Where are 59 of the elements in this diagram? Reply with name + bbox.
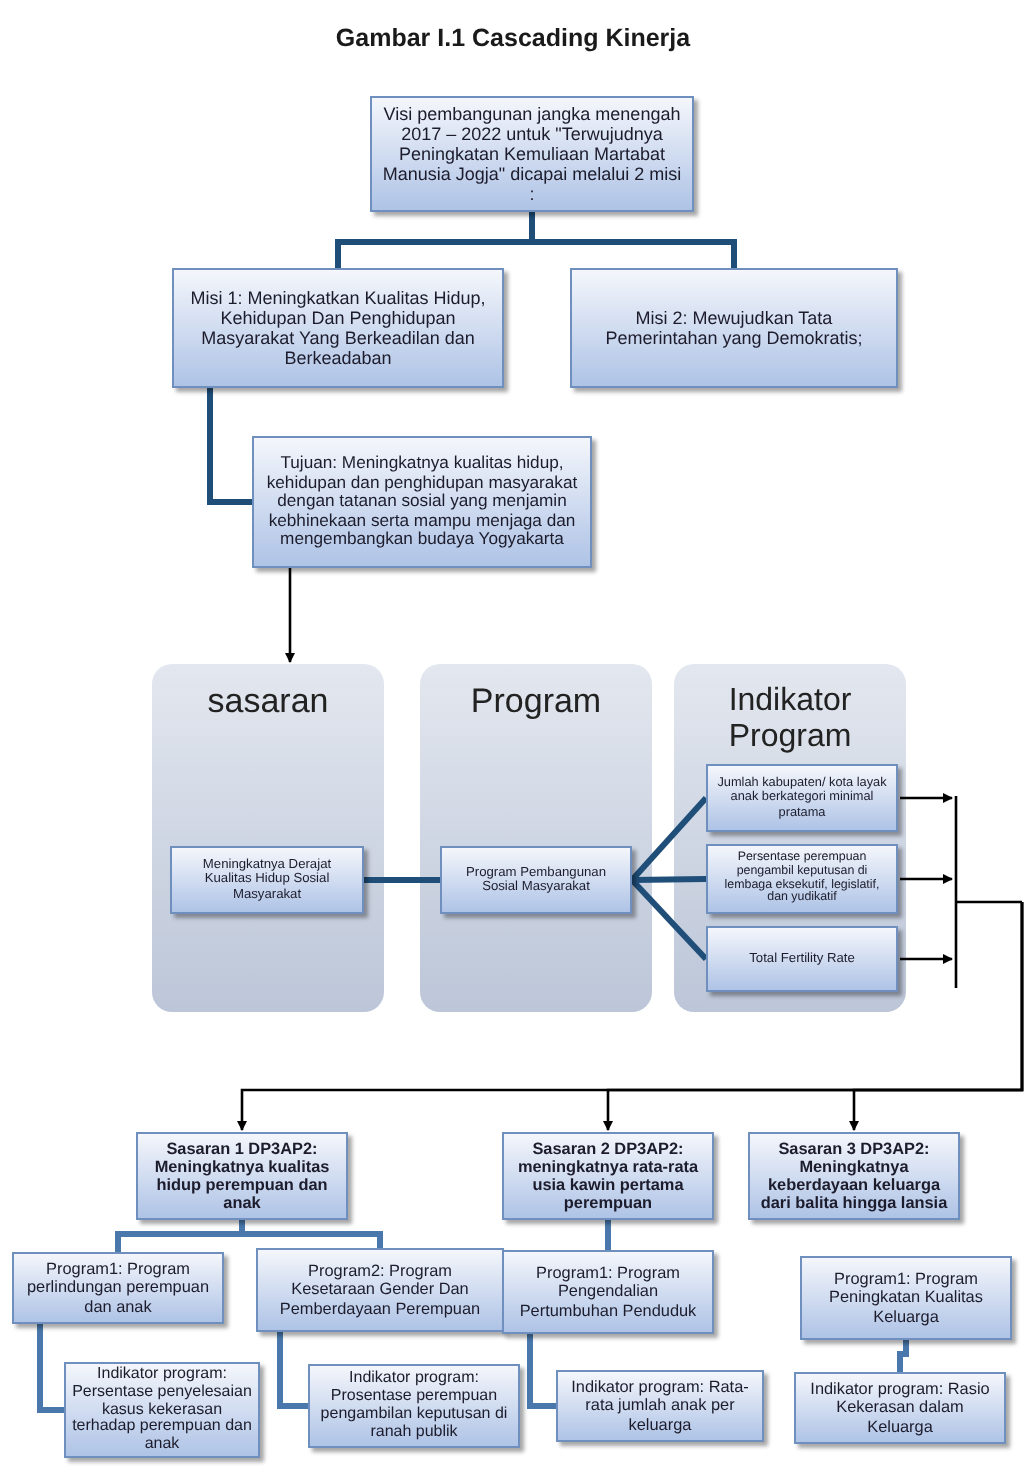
process-box: [252, 436, 592, 568]
connector-line: [364, 877, 440, 883]
process-box: [440, 846, 632, 914]
panel-heading: Indikator Program: [726, 684, 854, 755]
arrow: [900, 873, 954, 885]
process-box: [570, 268, 898, 388]
arrow: [900, 953, 954, 965]
connector-line: [239, 1220, 383, 1248]
arrow: [284, 568, 296, 664]
process-box: [502, 1132, 714, 1220]
connector-line: [605, 1220, 611, 1250]
connector-line: [37, 1324, 64, 1413]
arrow: [900, 792, 954, 804]
box-heading: Sasaran 2 DP3AP2:: [532, 1139, 684, 1158]
connector-line: [897, 1340, 909, 1372]
box-text: Visi pembangunan jangka menengah 2017 – 2022 untuk "Terwujudnya Peningkatan Kemuliaan Martabat Manusia Jogja" dicapai melalui 2 misi :: [380, 103, 684, 205]
process-box: [706, 926, 898, 992]
box-text: Meningkatnya kualitas hidup perempuan dan anak: [152, 1157, 332, 1213]
diagram-title: Gambar I.1 Cascading Kinerja: [333, 24, 693, 52]
process-box: [794, 1372, 1006, 1444]
process-box: [706, 764, 898, 832]
box-text: Misi 2: Mewujudkan Tata Pemerintahan yang Demokratis;: [603, 307, 865, 349]
box-text: meningkatnya rata-rata usia kawin pertama perempuan: [515, 1157, 701, 1213]
box-text: Program2: Program Kesetaraan Gender Dan Pemberdayaan Perempuan: [277, 1262, 483, 1318]
box-text: Program1: Program Pengendalian Pertumbuhan Penduduk: [517, 1264, 699, 1320]
connector-line: [631, 876, 707, 883]
connector-line: [529, 212, 737, 268]
column-panel: [152, 664, 384, 1012]
column-panel: [420, 664, 652, 1012]
process-box: [256, 1248, 504, 1332]
connector-line: [527, 1334, 556, 1409]
connector-line: [277, 1332, 308, 1409]
column-panel: [674, 664, 906, 1012]
process-box: [706, 844, 898, 914]
connector-line: [629, 796, 709, 882]
box-text: Program1: Program perlindungan perempuan dan anak: [24, 1260, 212, 1316]
process-box: [748, 1132, 960, 1220]
box-text: Indikator program: Rasio Kekerasan dalam Keluarga: [808, 1380, 992, 1436]
process-box: [556, 1370, 764, 1442]
box-text: Meningkatnya keberdayaan keluarga dari balita hingga lansia: [758, 1157, 950, 1213]
process-box: [136, 1132, 348, 1220]
box-text: Indikator program: Prosentase perempuan pengambilan keputusan di ranah publik: [318, 1370, 510, 1442]
connector-line: [207, 388, 252, 505]
connector-line: [629, 877, 709, 962]
box-heading: Sasaran 1 DP3AP2:: [166, 1139, 318, 1158]
box-heading: Sasaran 3 DP3AP2:: [778, 1139, 930, 1158]
process-box: [12, 1252, 224, 1324]
box-text: Program1: Program Peningkatan Kualitas Keluarga: [827, 1270, 985, 1326]
panel-heading: Program: [470, 684, 602, 722]
box-text: Tujuan: Meningkatnya kualitas hidup, kehidupan dan penghidupan masyarakat dengan tatanan sosial yang menjamin kebhinekaan serta mampu menjaga dan mengembangkan budaya Yogyakarta: [264, 453, 580, 551]
process-box: [172, 268, 504, 388]
box-text: Misi 1: Meningkatkan Kualitas Hidup, Kehidupan Dan Penghidupan Masyarakat Yang Berkeadilan dan Berkeadaban: [188, 287, 488, 369]
process-box: [170, 846, 364, 914]
box-text: Indikator program: Persentase penyelesaian kasus kekerasan terhadap perempuan dan anak: [72, 1365, 252, 1455]
arrow: [848, 902, 1024, 1132]
process-box: [502, 1250, 714, 1334]
process-box: [800, 1256, 1012, 1340]
box-text: Indikator program: Rata-rata jumlah anak per keluarga: [569, 1378, 751, 1434]
panel-heading: sasaran: [207, 684, 329, 722]
